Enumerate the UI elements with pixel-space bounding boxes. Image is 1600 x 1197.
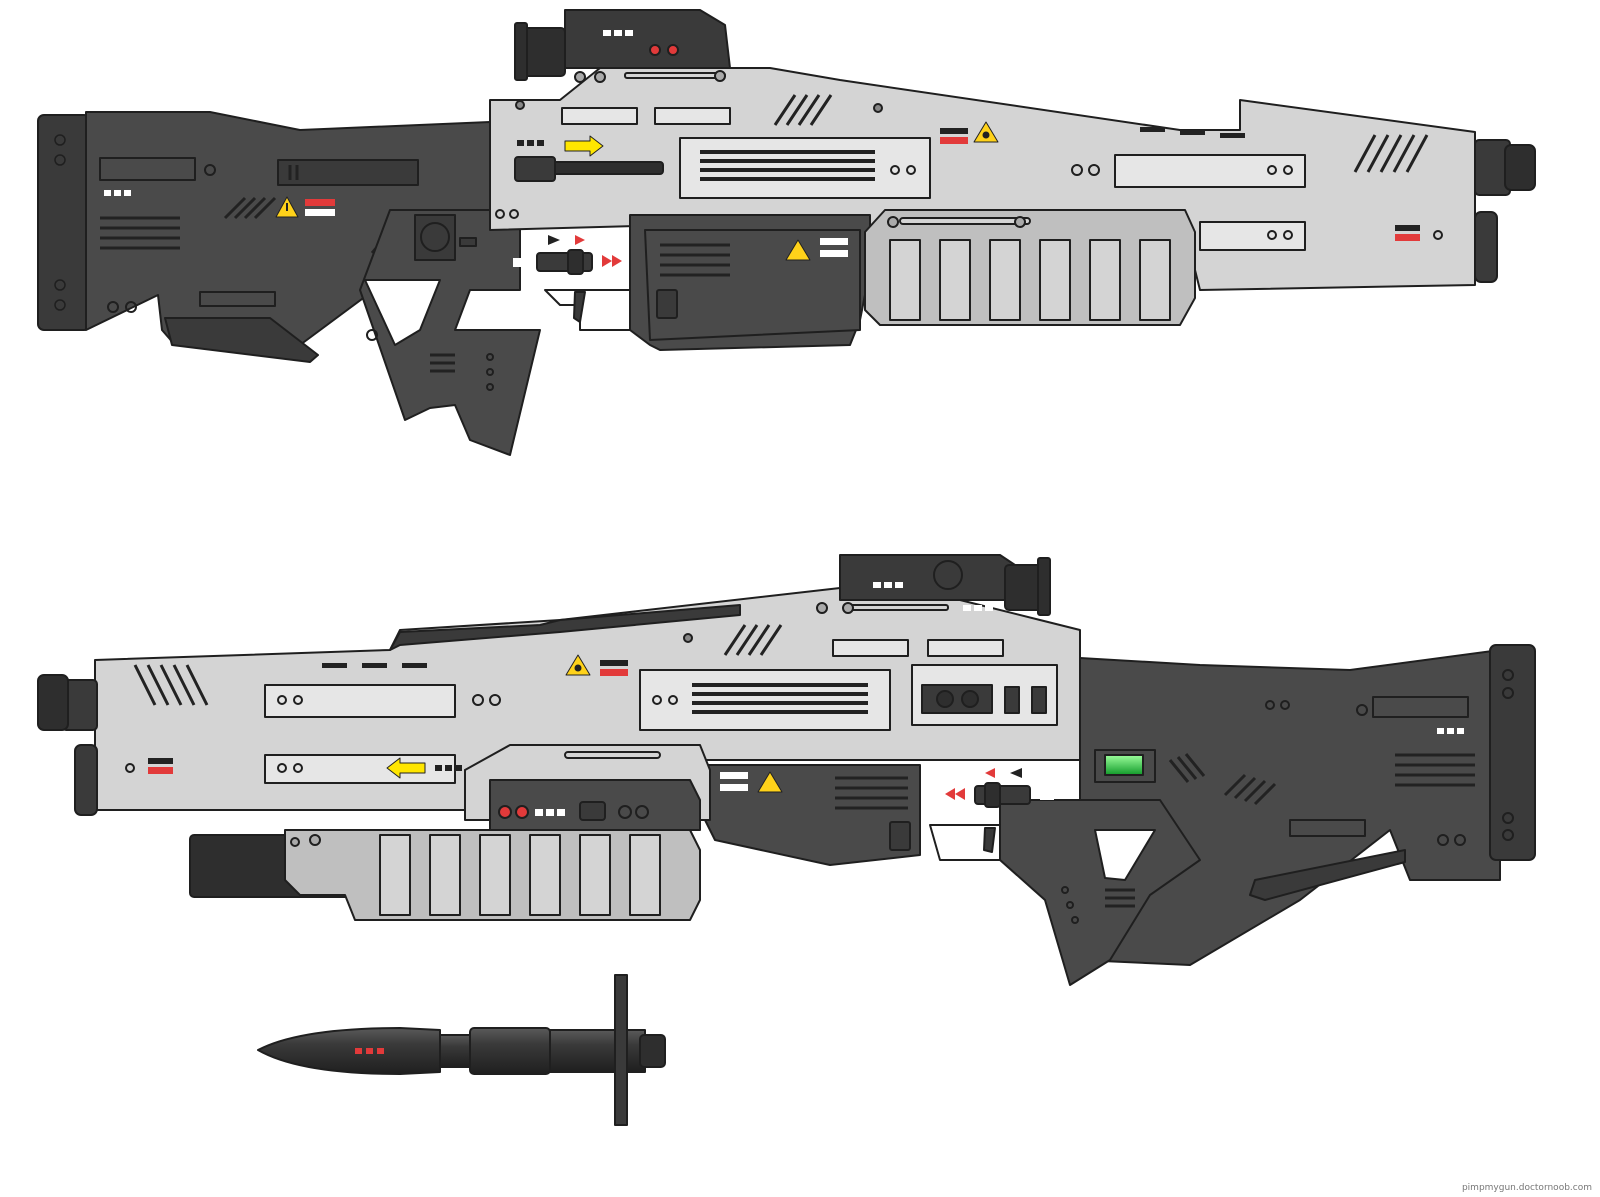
- warning-triangle-icon: [275, 196, 299, 218]
- green-level-indicator: [1104, 754, 1144, 776]
- stock-buttpad: [1489, 644, 1536, 861]
- fire-mode-chevron-icon: [945, 788, 965, 800]
- rifle-right-facing: [37, 9, 1536, 456]
- watermark-text: pimpmygun.doctornoob.com: [1461, 1183, 1592, 1193]
- pistol-grip: [999, 799, 1201, 986]
- rocket-grenade-projectile: [257, 974, 666, 1126]
- direction-arrow-icon: [564, 135, 604, 157]
- rocket-warhead: [257, 1027, 441, 1075]
- pistol-grip: [359, 209, 541, 456]
- rocket-fin: [614, 974, 628, 1126]
- fire-selector: [974, 785, 1031, 805]
- radiation-hazard-icon: [973, 121, 999, 143]
- stock-body: [1079, 649, 1501, 966]
- trigger: [573, 291, 586, 323]
- radiation-hazard-icon: [565, 654, 591, 676]
- fire-mode-chevron-icon: [602, 255, 622, 267]
- electric-hazard-icon: [785, 239, 811, 261]
- stock-buttpad: [37, 114, 91, 331]
- trigger: [983, 827, 996, 853]
- lower-receiver: [699, 764, 921, 866]
- direction-arrow-icon: [386, 757, 426, 779]
- electric-hazard-icon: [757, 771, 783, 793]
- rifle-left-facing-with-launcher: [37, 554, 1536, 986]
